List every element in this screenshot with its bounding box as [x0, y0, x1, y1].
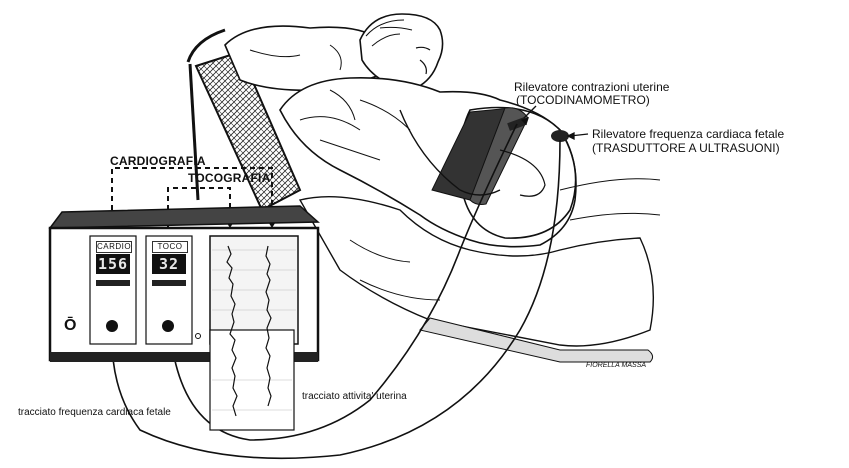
power-switch-icon: Ō [64, 318, 76, 335]
cardio-display: 156 [96, 254, 130, 274]
artist-signature: FIORELLA MASSA [586, 362, 646, 369]
label-tracciato-frequenza: tracciato frequenza cardiaca fetale [18, 408, 171, 419]
label-trasduttore: (TRASDUTTORE A ULTRASUONI) [592, 142, 780, 155]
label-rilevatore-contrazioni: Rilevatore contrazioni uterine [514, 81, 669, 94]
label-cardiografia: CARDIOGRAFIA [110, 155, 206, 168]
label-rilevatore-frequenza: Rilevatore frequenza cardiaca fetale [592, 128, 784, 141]
toco-display: 32 [152, 254, 186, 274]
toco-channel-label: TOCO [152, 241, 188, 253]
label-tocodinamometro: (TOCODINAMOMETRO) [516, 94, 650, 107]
label-tracciato-attivita: tracciato attivita' uterina [302, 392, 407, 403]
label-tocografia: TOCOGRAFIA [188, 172, 270, 185]
cardio-channel-label: CARDIO [96, 241, 132, 253]
